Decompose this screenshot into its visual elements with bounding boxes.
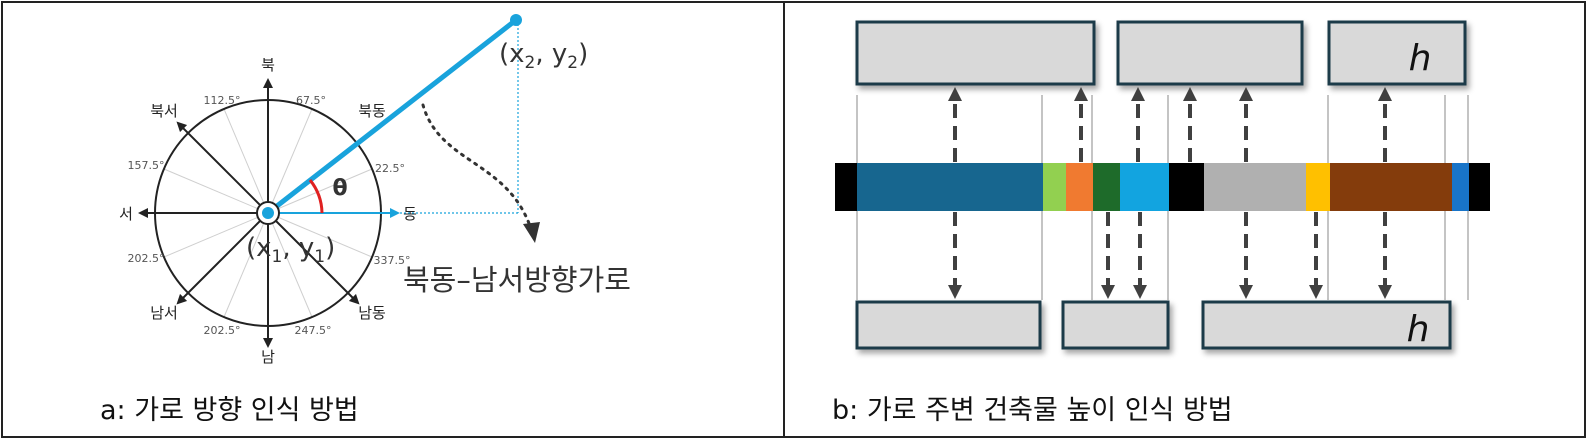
strip-segment-8 [1204,163,1306,211]
strip-segment-2 [857,163,1043,211]
endpoint-2 [510,14,522,26]
strip-segment-6 [1120,163,1169,211]
strip-segment-3 [1043,163,1066,211]
angle-337-5: 337.5° [374,254,411,267]
strip-segment-5 [1093,163,1120,211]
upward-arrows [948,87,1392,162]
compass-axes [138,78,360,348]
street-direction-line [265,17,519,216]
top-building-box-1 [855,20,1096,86]
angle-112-5: 112.5° [204,94,241,107]
label-northeast: 북동 [358,102,386,120]
label-southeast: 남동 [358,304,386,322]
label-east: 동 [403,205,417,223]
theta-arc [308,179,324,214]
bottom-building-box-2 [1061,300,1170,350]
label-northwest: 북서 [150,102,178,120]
angle-22-5: 22.5° [375,162,405,175]
caption-b: b: 가로 주변 건축물 높이 인식 방법 [832,395,1233,426]
building-height-diagram: h h [835,20,1490,350]
point2-label: (x2, y2) [499,39,588,73]
strip-segment-7 [1169,163,1204,211]
label-west: 서 [119,205,133,223]
theta-label: θ [332,176,347,201]
compass-diagram: 북 북동 동 남동 남 남서 서 북서 67.5° 112.5° 157.5° … [119,14,631,366]
label-southwest: 남서 [150,304,178,322]
bottom-building-box-1 [855,300,1042,350]
point1-label: (x1, y1) [246,233,335,267]
angle-67-5: 67.5° [296,94,326,107]
top-building-box-2 [1116,20,1304,86]
downward-arrows [948,212,1392,299]
street-color-strip [835,163,1490,211]
angle-157-5: 157.5° [128,159,165,172]
top-building-box-3 [1327,20,1467,86]
strip-segment-9 [1306,163,1330,211]
strip-segment-4 [1066,163,1093,211]
rotation-curve [421,103,534,234]
angle-202-5-bottom: 202.5° [204,324,241,337]
street-direction-label: 북동–남서방향가로 [403,263,631,297]
height-symbol-top: h [1409,38,1432,79]
strip-segment-10 [1330,163,1452,211]
height-symbol-bottom: h [1407,309,1430,350]
endpoint-1 [262,207,274,219]
strip-segment-1 [835,163,857,211]
compass-radial-lines [163,108,373,318]
caption-a: a: 가로 방향 인식 방법 [100,395,359,426]
angle-247-5: 247.5° [295,324,332,337]
strip-segment-11 [1452,163,1469,211]
bottom-building-box-3 [1201,300,1452,350]
label-north: 북 [261,56,275,74]
rotation-arrowhead [523,222,540,243]
strip-segment-12 [1469,163,1490,211]
angle-202-5-left: 202.5° [128,252,165,265]
angle-labels: 67.5° 112.5° 157.5° 202.5° 202.5° 247.5°… [128,94,411,337]
label-south: 남 [261,348,275,366]
